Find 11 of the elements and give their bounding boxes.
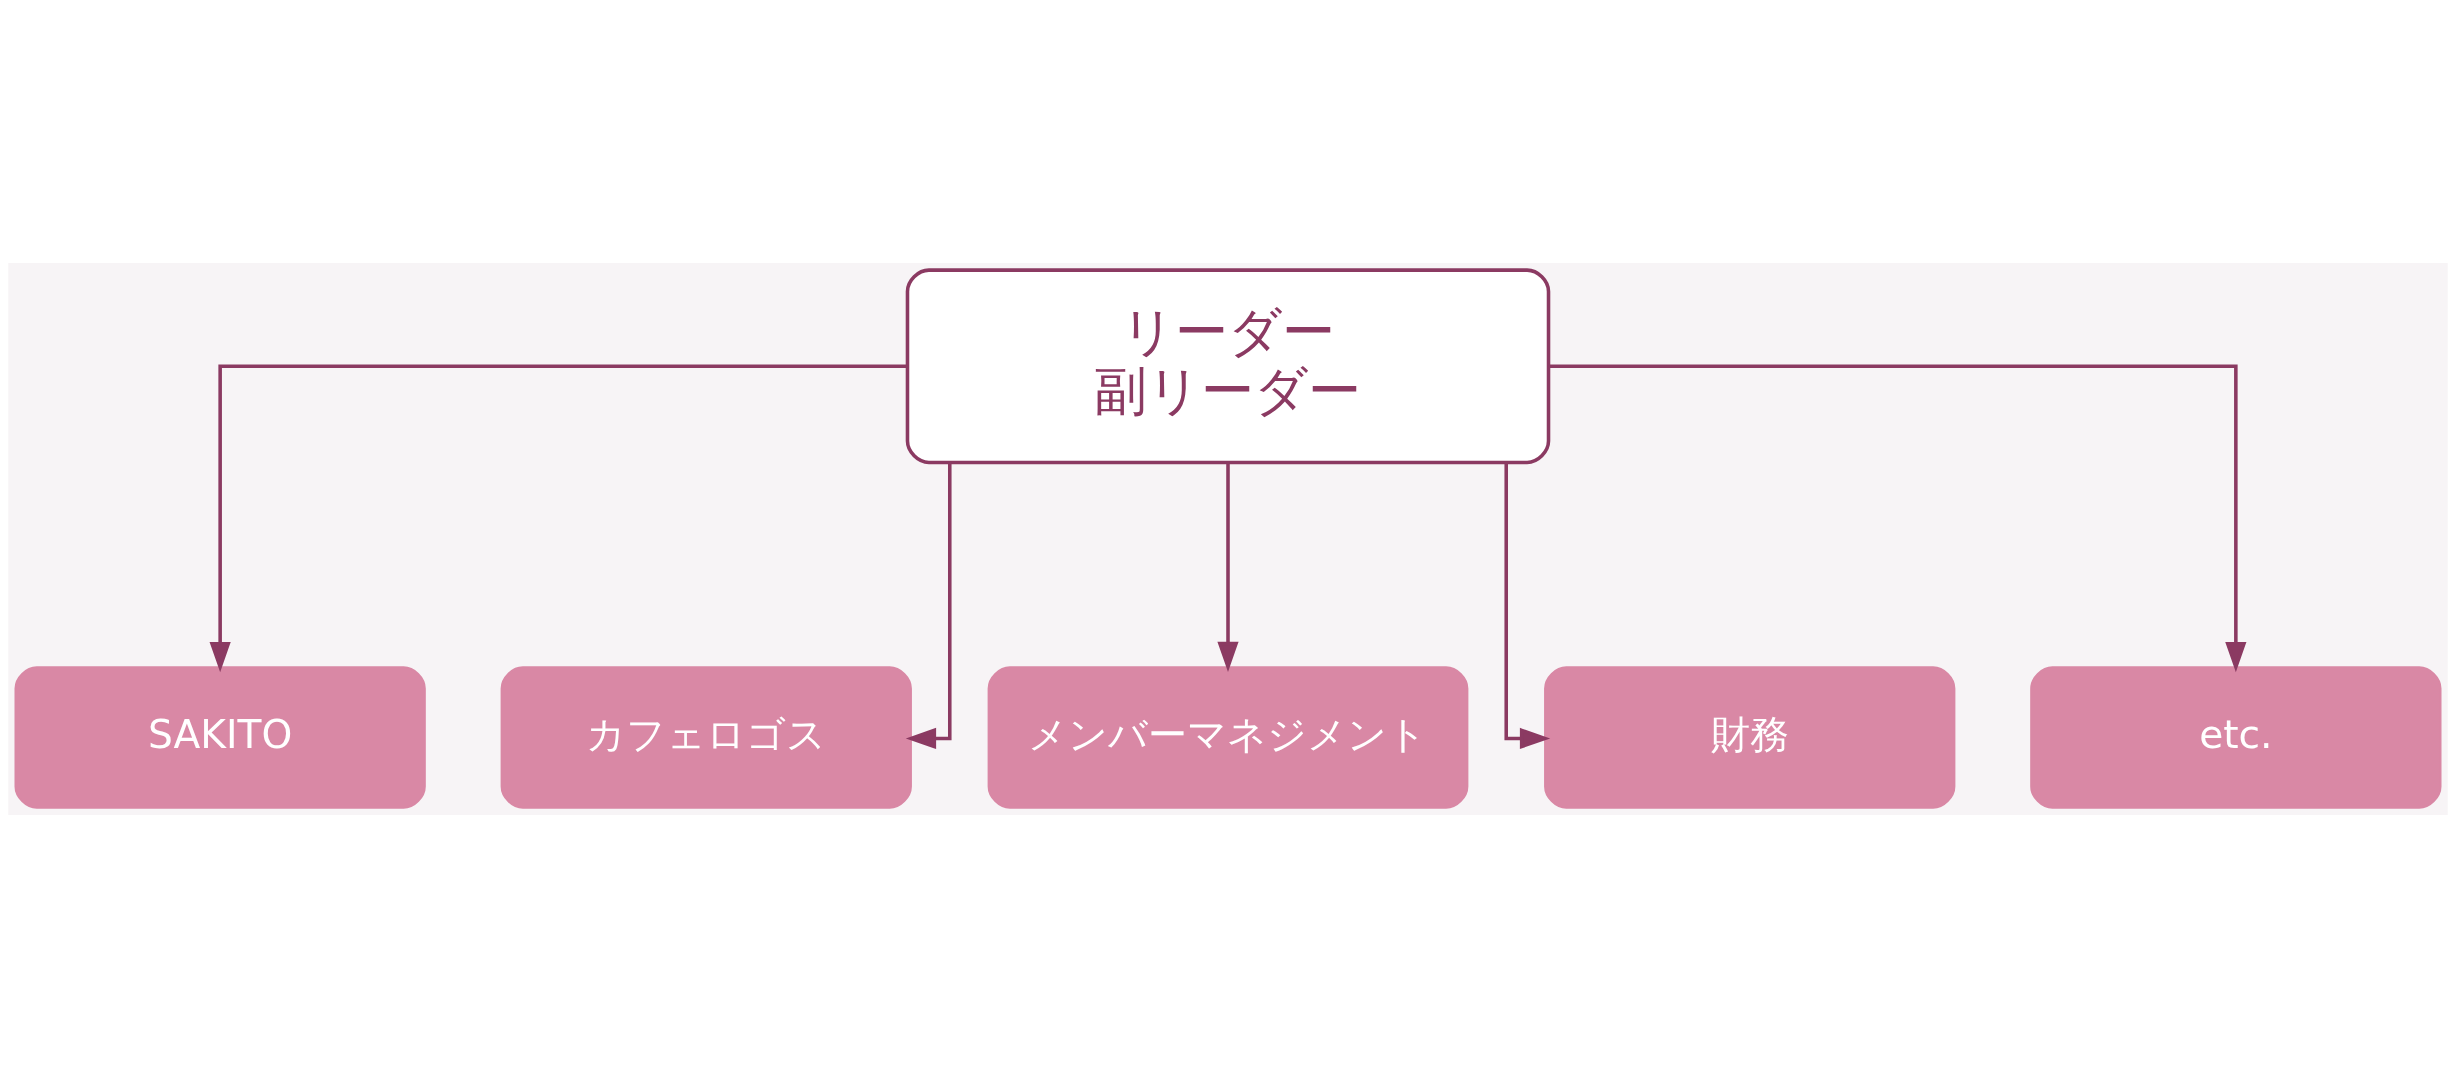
- node-box: SAKITO: [14, 665, 426, 809]
- node-box: etc.: [2030, 665, 2442, 809]
- arrow: [1548, 364, 2247, 672]
- node-box: メンバーマネジメント: [987, 665, 1469, 809]
- arrow: [1504, 462, 1551, 749]
- arrow: [209, 364, 908, 672]
- arrow: [905, 462, 952, 749]
- node-box: リーダー 副リーダー: [905, 267, 1551, 464]
- node-box: カフェロゴス: [500, 665, 912, 809]
- node-box: 財務: [1544, 665, 1956, 809]
- arrow: [1217, 462, 1239, 672]
